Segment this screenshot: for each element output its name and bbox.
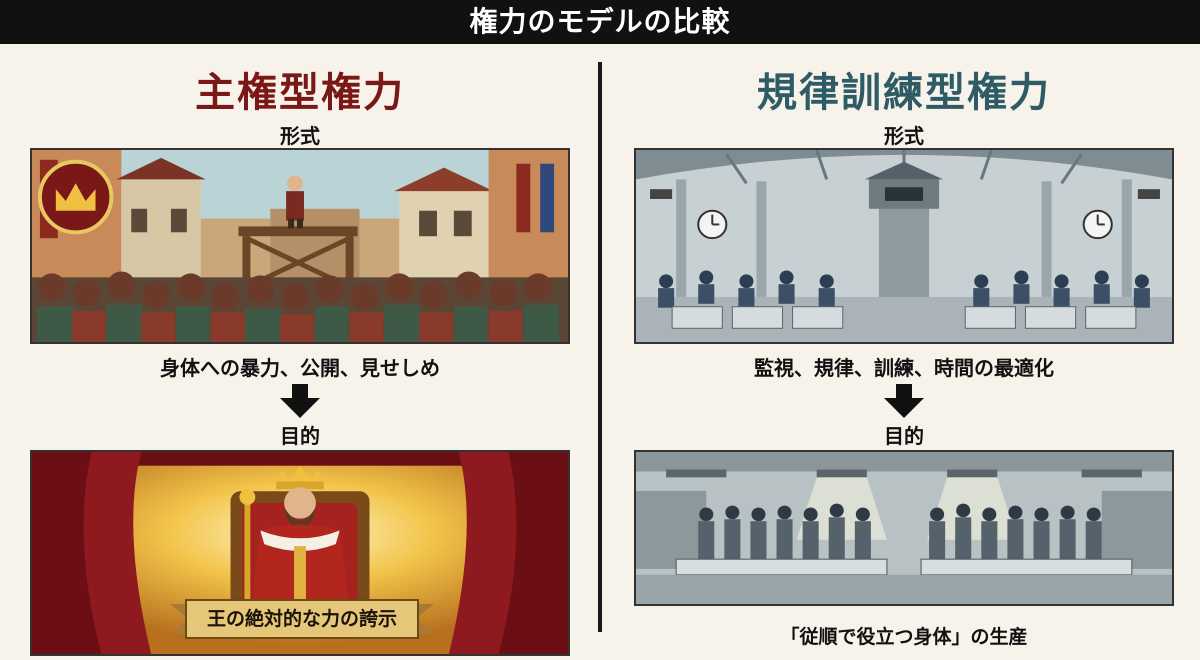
public-execution-illustration: [30, 148, 570, 344]
sovereign-purpose-caption: 王の絶対的な力の誇示: [206, 608, 397, 630]
sovereign-power-column: 主権型権力 形式: [30, 44, 570, 660]
disciplinary-form-label: 形式: [884, 124, 924, 148]
disciplinary-form-caption: 監視、規律、訓練、時間の最適化: [754, 356, 1054, 380]
sovereign-power-heading: 主権型権力: [195, 70, 405, 116]
page-title: 権力のモデルの比較: [0, 0, 1200, 44]
panopticon-illustration: [634, 148, 1174, 344]
sovereign-form-caption: 身体への暴力、公開、見せしめ: [160, 356, 440, 380]
down-arrow-icon: [884, 384, 924, 418]
column-divider: [598, 62, 602, 632]
sovereign-form-label: 形式: [280, 124, 320, 148]
sovereign-purpose-label: 目的: [280, 424, 320, 448]
disciplinary-power-heading: 規律訓練型権力: [757, 70, 1051, 116]
factory-workers-illustration: [634, 450, 1174, 606]
disciplinary-purpose-caption: 「従順で役立つ身体」の生産: [780, 626, 1028, 648]
disciplinary-purpose-label: 目的: [884, 424, 924, 448]
disciplinary-power-column: 規律訓練型権力 形式: [634, 44, 1174, 660]
purpose-ribbon: [170, 599, 434, 639]
down-arrow-icon: [280, 384, 320, 418]
